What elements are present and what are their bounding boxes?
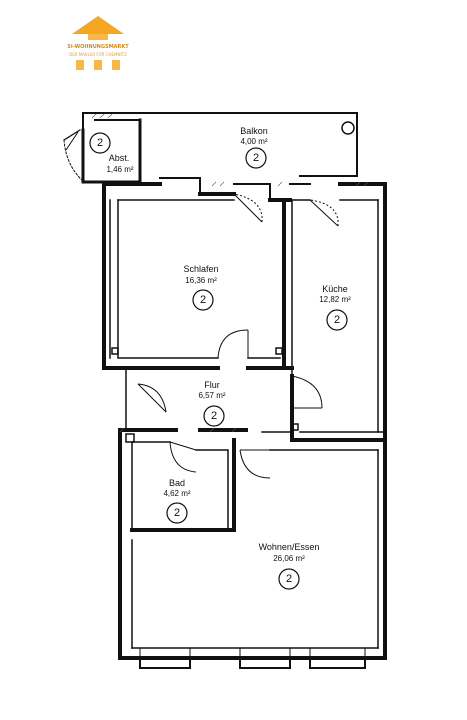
room-number-badge [89,132,111,154]
room-number: 2 [174,507,180,519]
room-name: Flur [204,380,220,390]
room-area: 1,46 m² [106,165,133,174]
room-number: 2 [200,294,206,306]
room-area: 26,06 m² [273,554,305,563]
room-number: 2 [334,314,340,326]
room-name: Abst. [109,153,130,163]
room-wohnen-essen: Wohnen/Essen 26,06 m² 2 [259,542,320,590]
room-name: Balkon [240,126,268,136]
balcony-drain-icon [341,121,355,135]
room-number-badge [278,568,300,590]
room-number-badge [326,309,348,331]
structural-markers [111,347,299,443]
room-number: 2 [97,137,103,149]
wall-hatching [91,113,369,433]
room-area: 4,00 m² [240,137,267,146]
door-swings [65,131,339,479]
room-number-badge [192,289,214,311]
room-balkon: Balkon 4,00 m² 2 [240,126,268,169]
room-name: Schlafen [183,264,218,274]
room-number: 2 [211,410,217,422]
room-area: 16,36 m² [185,276,217,285]
room-number: 2 [286,573,292,585]
room-name: Bad [169,478,185,488]
room-abst: 2 Abst. 1,46 m² [89,132,134,174]
room-schlafen: Schlafen 16,36 m² 2 [183,264,219,311]
room-flur: Flur 6,57 m² 2 [198,380,226,427]
room-number-badge [203,405,225,427]
room-number: 2 [253,152,259,164]
room-bad: Bad 4,62 m² 2 [163,478,191,524]
room-number-badge [166,502,188,524]
room-number-badge [245,147,267,169]
room-area: 4,62 m² [163,489,190,498]
room-area: 12,82 m² [319,295,351,304]
logo-brand-text: SI-WOHNUNGSMARKT [67,44,129,50]
company-logo: SI-WOHNUNGSMARKT DER MAKLER FÜR CHEMNITZ [67,16,130,70]
room-area: 6,57 m² [198,391,225,400]
room-name: Wohnen/Essen [259,542,320,552]
room-kueche: Küche 12,82 m² 2 [319,284,351,331]
room-name: Küche [322,284,348,294]
logo-tagline-text: DER MAKLER FÜR CHEMNITZ [69,52,127,57]
